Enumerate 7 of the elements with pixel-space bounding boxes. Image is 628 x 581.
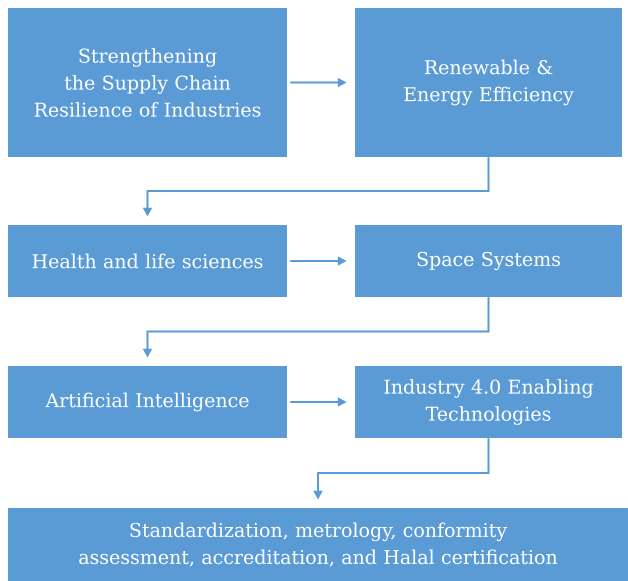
process-box: Health and life sciences bbox=[8, 225, 287, 297]
process-box: Industry 4.0 Enabling Technologies bbox=[355, 366, 622, 438]
process-box: Standardization, metrology, conformity assessment, accreditation, and Halal certification bbox=[8, 508, 628, 581]
process-box: Renewable & Energy Efficiency bbox=[355, 8, 622, 157]
process-box: Artificial Intelligence bbox=[8, 366, 287, 438]
process-box: Strengthening the Supply Chain Resilience of Industries bbox=[8, 8, 287, 157]
process-box: Space Systems bbox=[355, 225, 622, 297]
